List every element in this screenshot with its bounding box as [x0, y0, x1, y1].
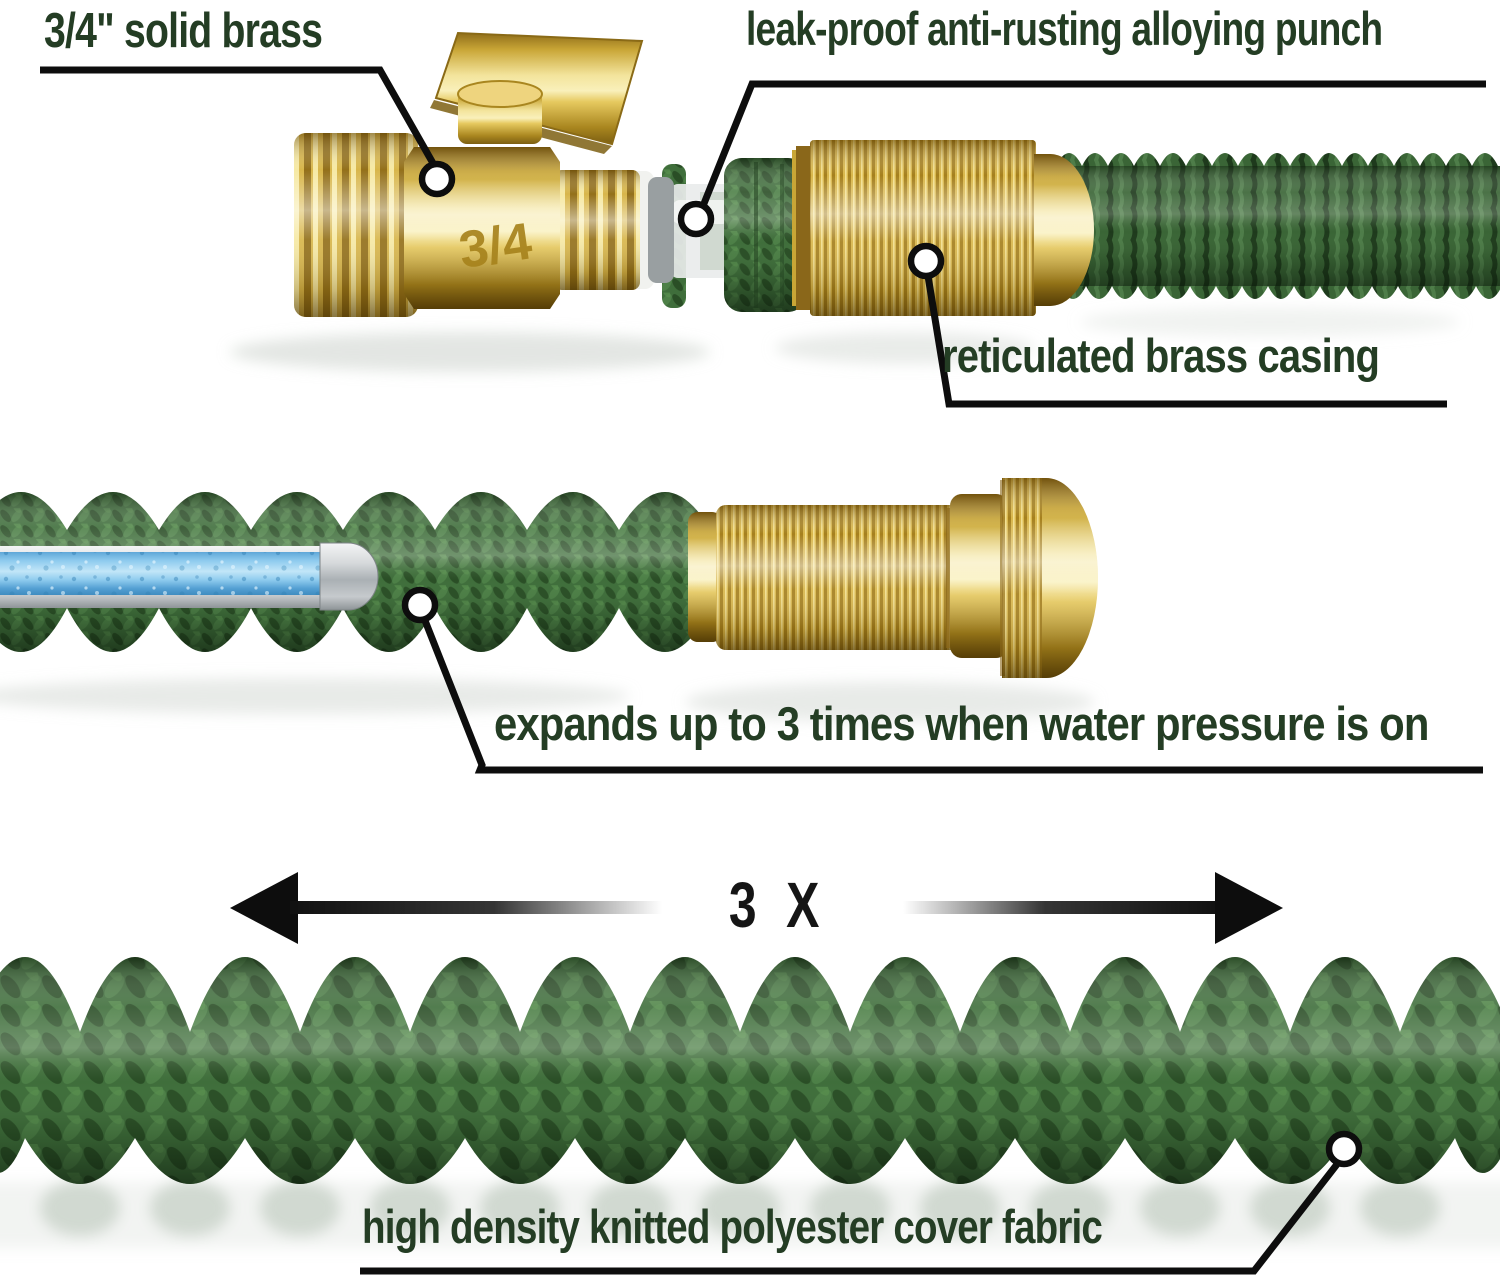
hose-segment-bottom: [0, 957, 1500, 1184]
marker-cover-fabric: [1325, 1130, 1363, 1168]
hose-segment-top: [1056, 153, 1500, 299]
callout-reticulated-casing: reticulated brass casing: [942, 329, 1380, 382]
callout-leader-lines: [40, 66, 1486, 1275]
valve-assembly: 3/4: [294, 31, 1500, 317]
reflections: [0, 308, 1500, 1248]
marker-expands: [401, 586, 439, 624]
leader-cover-fabric: [360, 1160, 1341, 1275]
callout-markers: [401, 160, 1363, 1168]
valve-size-stamp: 3/4: [456, 212, 536, 280]
tube-end-cap: [319, 542, 379, 611]
callout-leak-proof: leak-proof anti-rusting alloying punch: [746, 2, 1383, 55]
marker-reticulated: [907, 242, 945, 280]
brass-casing: [792, 140, 1094, 316]
callout-expands: expands up to 3 times when water pressur…: [494, 697, 1429, 750]
arrow-right-icon: [1215, 872, 1283, 944]
nozzle-coupler: [688, 478, 1098, 678]
knit-bulge: [724, 158, 806, 312]
arrow-left-icon: [230, 872, 298, 944]
leader-leak-proof: [699, 80, 1486, 208]
leader-solid-brass: [40, 66, 438, 167]
marker-solid-brass: [418, 160, 456, 198]
marker-leak-proof: [677, 200, 715, 238]
hose-cutaway-assembly: [0, 478, 1098, 678]
valve-lever: [430, 31, 644, 154]
leader-reticulated: [924, 275, 1447, 408]
leader-expands: [420, 616, 1483, 774]
washer-gray: [648, 177, 674, 283]
expansion-factor-label: 3 X: [728, 869, 828, 941]
valve-thread-left: [294, 133, 418, 317]
callout-solid-brass: 3/4" solid brass: [44, 4, 323, 58]
valve-thread-right: [554, 170, 640, 290]
expansion-arrows: [230, 872, 1283, 944]
inner-tube: [0, 542, 379, 611]
callout-cover-fabric: high density knitted polyester cover fab…: [362, 1200, 1103, 1253]
